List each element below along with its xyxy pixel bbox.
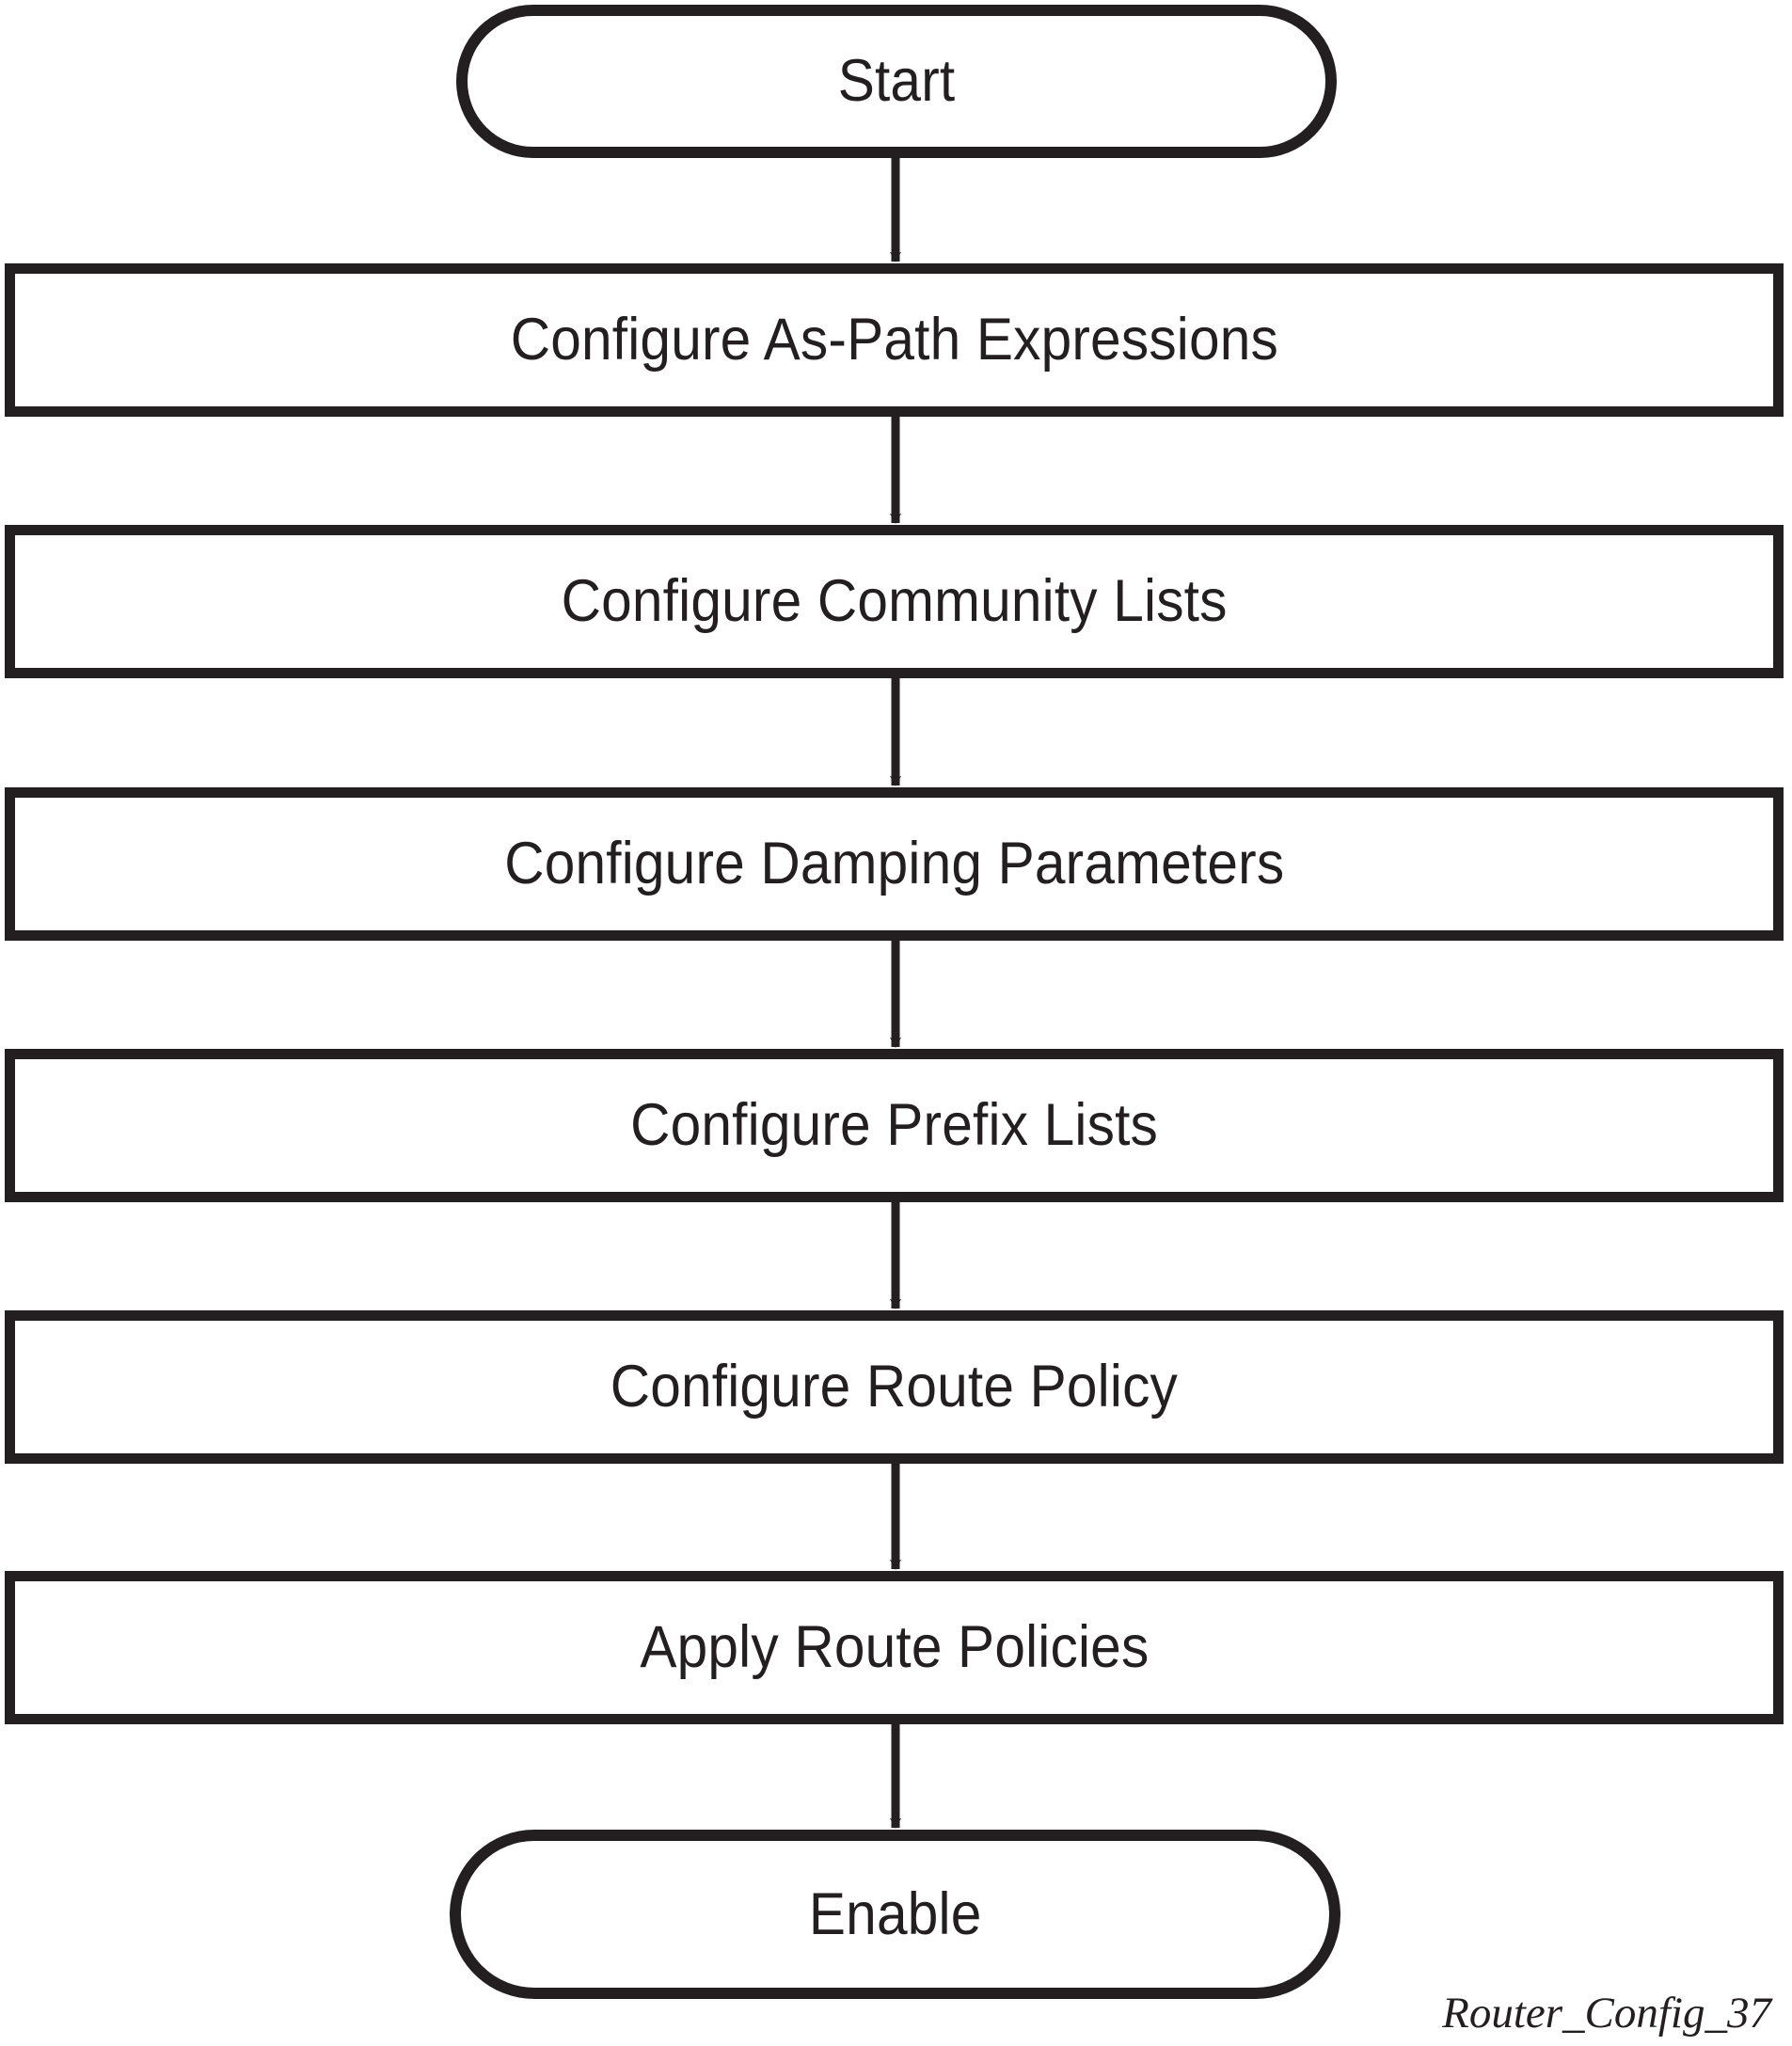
node-enable-label: Enable [808, 1880, 982, 1947]
node-configure-prefix-lists[interactable]: Configure Prefix Lists [5, 1049, 1784, 1202]
node-start[interactable]: Start [456, 5, 1337, 158]
node-step-1-label: Configure As-Path Expressions [510, 307, 1278, 373]
node-start-label: Start [837, 48, 956, 114]
node-step-6-label: Apply Route Policies [639, 1614, 1150, 1680]
figure-caption: Router_Config_37 [1442, 1988, 1771, 2038]
node-enable[interactable]: Enable [450, 1830, 1340, 1999]
node-apply-route-policies[interactable]: Apply Route Policies [5, 1571, 1784, 1724]
node-step-4-label: Configure Prefix Lists [630, 1092, 1158, 1158]
node-step-3-label: Configure Damping Parameters [503, 831, 1285, 896]
node-configure-damping-parameters[interactable]: Configure Damping Parameters [5, 787, 1784, 941]
node-step-5-label: Configure Route Policy [610, 1354, 1179, 1420]
node-step-2-label: Configure Community Lists [561, 568, 1228, 634]
node-configure-route-policy[interactable]: Configure Route Policy [5, 1310, 1784, 1464]
node-configure-community-lists[interactable]: Configure Community Lists [5, 525, 1784, 678]
node-configure-as-path-expressions[interactable]: Configure As-Path Expressions [5, 263, 1784, 417]
